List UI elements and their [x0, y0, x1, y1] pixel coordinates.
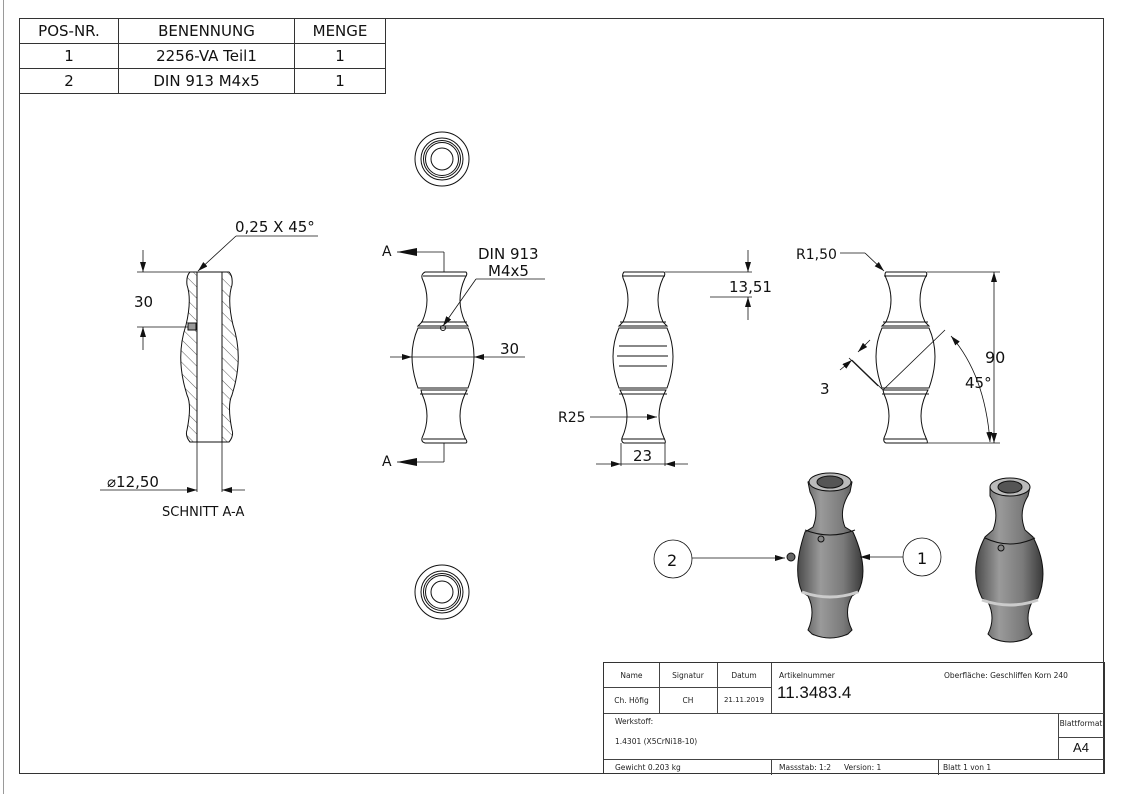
tb-werkstoff-value: 1.4301 (X5CrNi18-10)	[615, 737, 698, 746]
balloon-2: 2	[667, 551, 677, 570]
tb-gewicht: Gewicht 0.203 kg	[615, 763, 681, 772]
tb-name-value: Ch. Höfig	[614, 696, 649, 705]
tb-blatt: Blatt 1 von 1	[943, 763, 992, 772]
right-radius-dim: R1,50	[796, 247, 837, 263]
side-radius-dim: R25	[558, 410, 586, 426]
tb-artikelnummer-value: 11.3483.4	[777, 683, 852, 702]
page-edge	[3, 0, 4, 794]
title-block: Name Signatur Datum Ch. Höfig CH 21.11.2…	[603, 662, 1105, 775]
side-view	[590, 250, 752, 467]
section-diameter-dim: ⌀12,50	[107, 473, 159, 491]
right-height-dim: 90	[985, 348, 1005, 367]
balloon-1: 1	[917, 549, 927, 568]
right-angle-dim: 45°	[965, 374, 992, 392]
tb-name-label: Name	[620, 671, 643, 680]
section-caption: SCHNITT A-A	[162, 505, 244, 520]
bom-cell-benennung: 2256-VA Teil1	[118, 43, 295, 69]
bottom-view-circles	[414, 564, 470, 620]
tb-blattformat-value: A4	[1073, 740, 1089, 755]
section-marker-top: A	[382, 244, 392, 260]
tb-version: Version: 1	[844, 763, 882, 772]
isometric-view-assembly	[786, 472, 864, 639]
screw-callout-line2: M4x5	[488, 262, 529, 280]
front-width-dim: 30	[500, 340, 519, 358]
section-height-dim: 30	[134, 293, 153, 311]
tb-artikelnummer-label: Artikelnummer	[779, 671, 835, 680]
bom-header-menge: MENGE	[294, 18, 386, 44]
bom-cell-menge: 1	[294, 43, 386, 69]
tb-signatur-label: Signatur	[672, 671, 704, 680]
tb-oberflaeche: Oberfläche: Geschliffen Korn 240	[944, 671, 1068, 680]
tb-werkstoff-label: Werkstoff:	[615, 717, 654, 726]
balloon-leaders	[653, 537, 942, 579]
screw-callout-line1: DIN 913	[478, 245, 539, 263]
bom-cell-benennung: DIN 913 M4x5	[118, 68, 295, 94]
section-marker-bottom: A	[382, 454, 392, 470]
side-width-dim: 23	[633, 447, 652, 465]
bom-table: POS-NR. BENENNUNG MENGE 1 2256-VA Teil1 …	[19, 18, 386, 94]
isometric-view-part	[975, 477, 1044, 643]
right-groove-dim: 3	[820, 380, 830, 398]
drawing-frame	[19, 18, 1104, 774]
tb-datum-value: 21.11.2019	[723, 696, 765, 704]
tb-massstab: Massstab: 1:2	[779, 763, 832, 772]
section-view	[100, 235, 318, 493]
chamfer-label: 0,25 X 45°	[235, 218, 315, 236]
top-view-circles	[414, 131, 470, 187]
bom-header-benennung: BENENNUNG	[118, 18, 295, 44]
front-view	[390, 248, 545, 466]
bom-row: 1 2256-VA Teil1 1	[19, 43, 386, 69]
bom-row: 2 DIN 913 M4x5 1	[19, 68, 386, 94]
side-top-dim: 13,51	[729, 278, 772, 296]
bom-cell-menge: 1	[294, 68, 386, 94]
tb-datum-label: Datum	[731, 671, 757, 680]
right-view	[839, 252, 1000, 444]
bom-cell-pos: 2	[19, 68, 119, 94]
bom-header-pos: POS-NR.	[19, 18, 119, 44]
tb-blattformat-label: Blattformat	[1059, 719, 1103, 728]
tb-signatur-value: CH	[682, 696, 694, 705]
bom-header-row: POS-NR. BENENNUNG MENGE	[19, 18, 386, 44]
